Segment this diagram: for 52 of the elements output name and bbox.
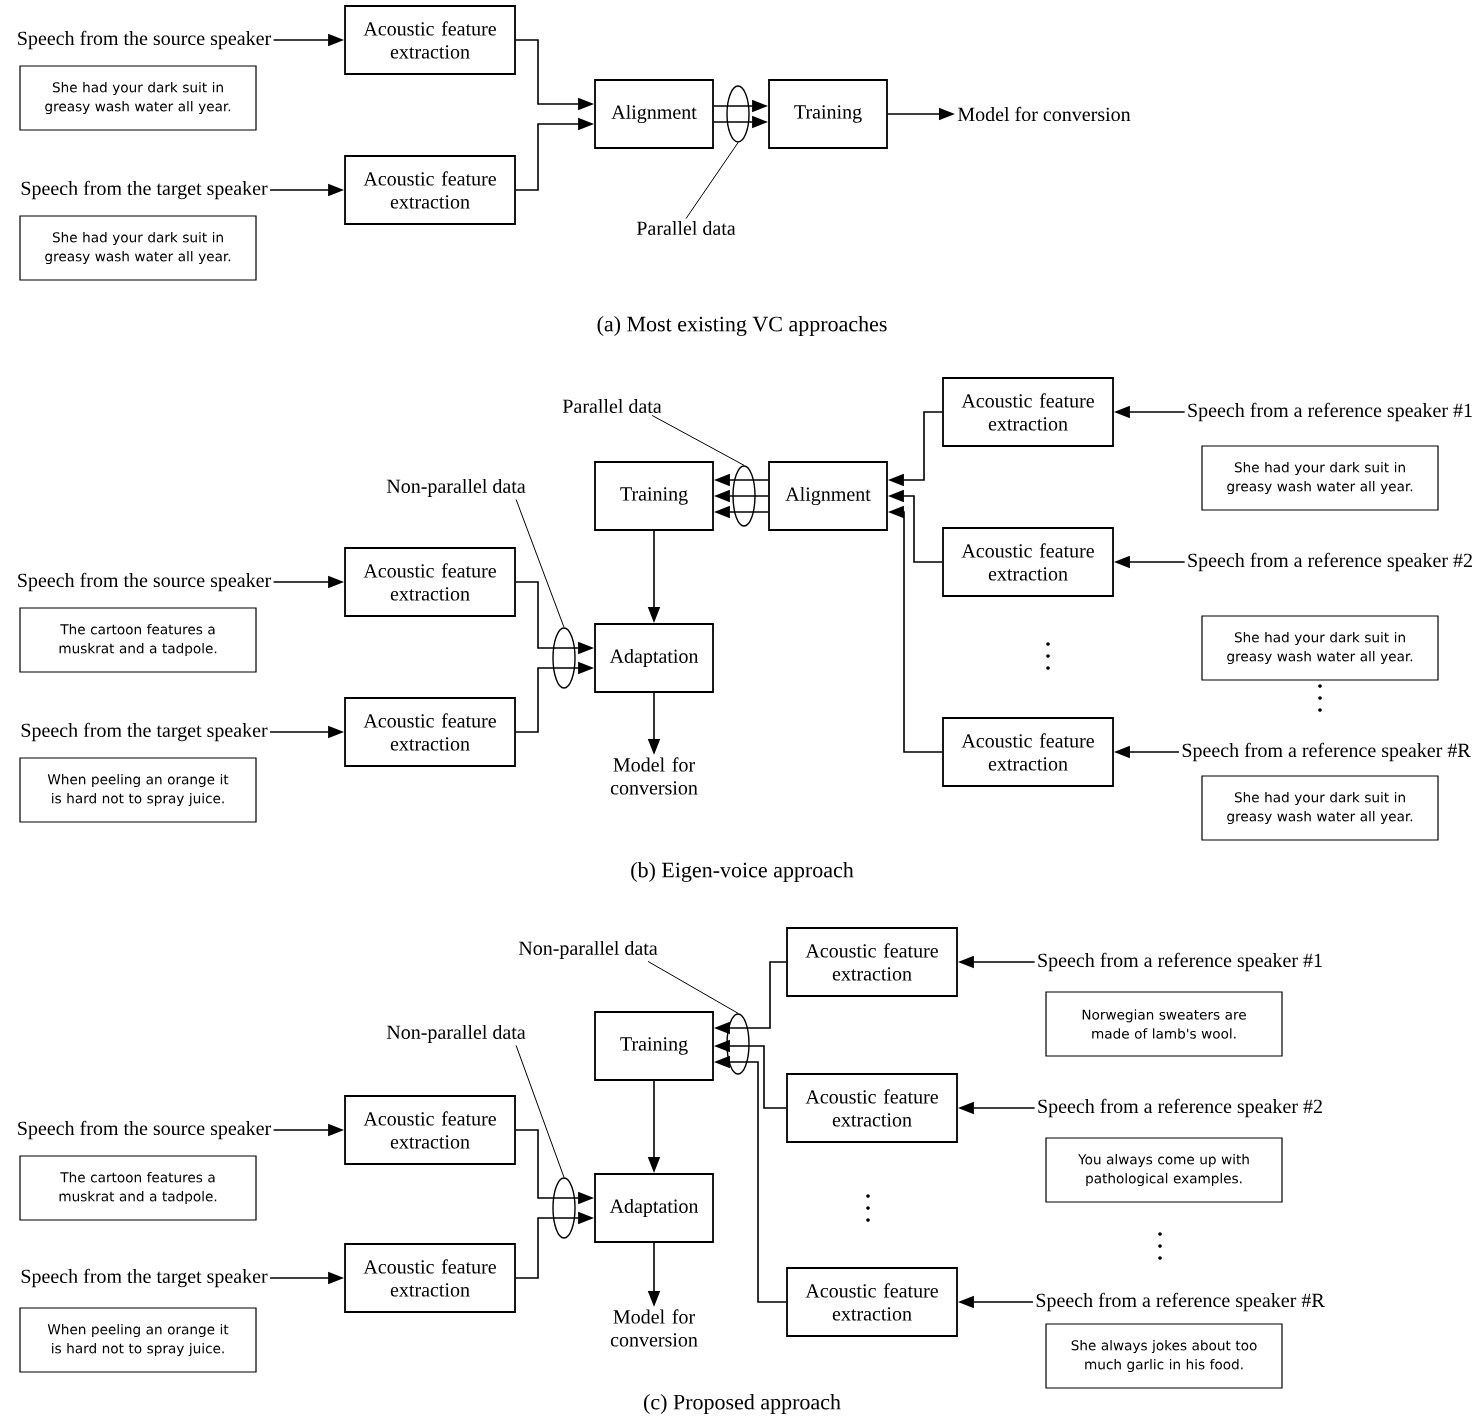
- leader-line: [651, 414, 745, 466]
- process-box: Acoustic feature extraction: [344, 1095, 516, 1165]
- data-label: Non-parallel data: [518, 940, 658, 960]
- input-label: Speech from the source speaker: [18, 30, 272, 50]
- data-ellipse: [552, 627, 576, 689]
- process-box: Training: [768, 79, 888, 149]
- panel-caption: (c) Proposed approach: [644, 1394, 841, 1414]
- process-box: Training: [594, 1011, 714, 1081]
- output-label: Model for conversion: [610, 757, 698, 795]
- data-label: Non-parallel data: [386, 478, 526, 498]
- input-label: Speech from the source speaker: [18, 572, 272, 592]
- process-box: Alignment: [768, 461, 888, 531]
- process-box: Acoustic feature extraction: [786, 1267, 958, 1337]
- process-box: Acoustic feature extraction: [344, 697, 516, 767]
- data-label: Parallel data: [636, 220, 736, 235]
- input-label: Speech from a reference speaker #2: [1038, 1098, 1322, 1118]
- process-box: Acoustic feature extraction: [942, 717, 1114, 787]
- process-box: Acoustic feature extraction: [942, 377, 1114, 447]
- process-box: Acoustic feature extraction: [344, 5, 516, 75]
- output-label: Model for conversion: [957, 106, 1131, 122]
- output-label: Model for conversion: [610, 1309, 698, 1347]
- panel-caption: (a) Most existing VC approaches: [597, 316, 887, 336]
- data-label: Non-parallel data: [386, 1024, 526, 1044]
- input-label: Speech from a reference speaker #1: [1038, 952, 1322, 972]
- process-box: Adaptation: [594, 1173, 714, 1243]
- input-label: Speech from a reference speaker #1: [1188, 402, 1472, 422]
- data-ellipse: [732, 465, 756, 527]
- process-box: Acoustic feature extraction: [786, 1073, 958, 1143]
- process-box: Acoustic feature extraction: [344, 547, 516, 617]
- input-label: Speech from the target speaker: [21, 722, 268, 742]
- input-label: Speech from a reference speaker #2: [1188, 552, 1472, 572]
- input-label: Speech from the target speaker: [21, 1268, 268, 1288]
- input-label: Speech from the source speaker: [18, 1120, 272, 1140]
- process-box: Adaptation: [594, 623, 714, 693]
- data-ellipse: [726, 85, 750, 143]
- leader-line: [515, 1044, 565, 1178]
- process-box: Alignment: [594, 79, 714, 149]
- data-label: Parallel data: [562, 398, 662, 413]
- input-label: Speech from a reference speaker #R: [1182, 742, 1471, 762]
- input-label: Speech from a reference speaker #R: [1036, 1292, 1325, 1312]
- leader-line: [685, 142, 739, 220]
- leader-line: [647, 960, 739, 1014]
- process-box: Acoustic feature extraction: [344, 155, 516, 225]
- data-ellipse: [726, 1013, 750, 1075]
- data-ellipse: [552, 1177, 576, 1239]
- process-box: Acoustic feature extraction: [942, 527, 1114, 597]
- input-label: Speech from the target speaker: [21, 180, 268, 200]
- process-box: Acoustic feature extraction: [344, 1243, 516, 1313]
- panel-caption: (b) Eigen-voice approach: [631, 862, 854, 882]
- process-box: Training: [594, 461, 714, 531]
- leader-line: [515, 498, 565, 628]
- process-box: Acoustic feature extraction: [786, 927, 958, 997]
